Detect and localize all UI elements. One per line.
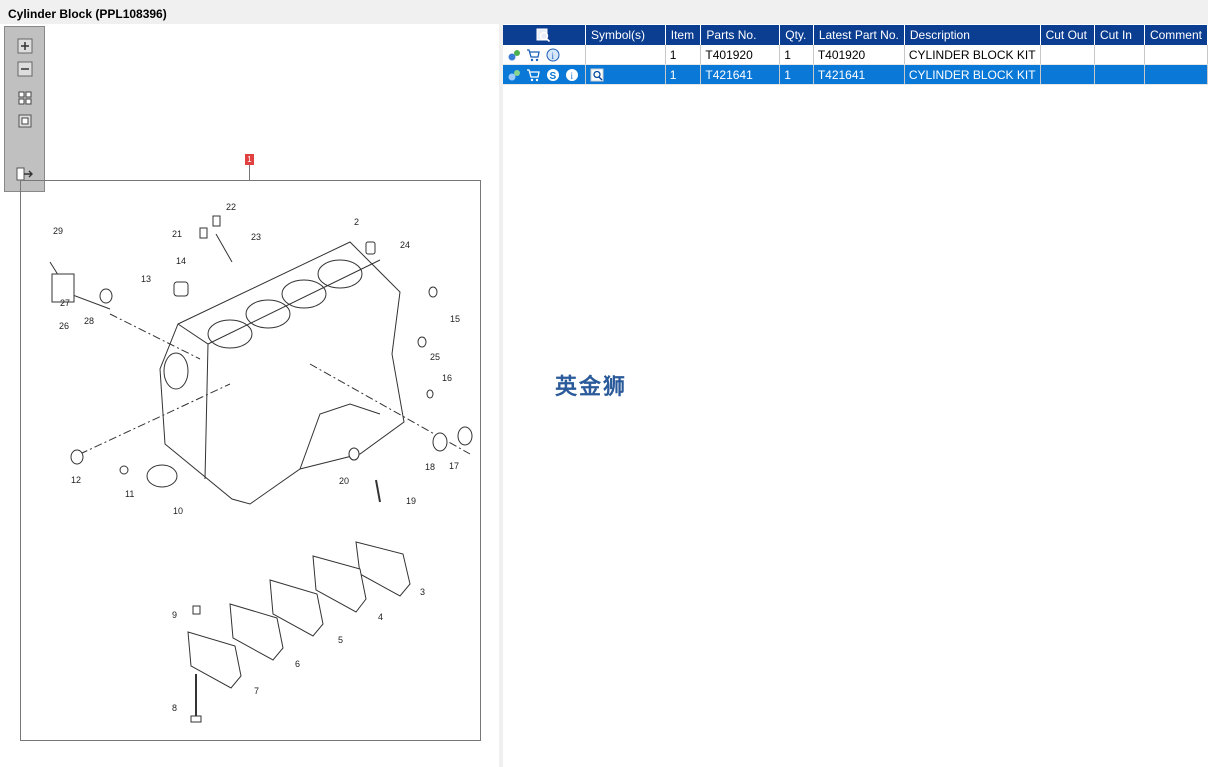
svg-text:i: i — [571, 71, 574, 81]
label-16[interactable]: 16 — [442, 373, 452, 383]
fit-window-icon[interactable] — [16, 112, 34, 130]
cell-parts-no: T401920 — [700, 45, 781, 65]
label-6[interactable]: 6 — [295, 659, 300, 669]
label-17[interactable]: 17 — [449, 461, 459, 471]
label-10[interactable]: 10 — [173, 506, 183, 516]
window-title: Cylinder Block (PPL108396) — [8, 7, 167, 21]
col-cut-in[interactable]: Cut In — [1094, 25, 1145, 45]
settings-gears-icon[interactable] — [507, 48, 521, 62]
parts-table: Symbol(s) Item Parts No. Qty. Latest Par… — [503, 25, 1208, 85]
zoom-in-icon[interactable] — [16, 37, 34, 55]
cell-cut-in — [1094, 64, 1145, 85]
label-21[interactable]: 21 — [172, 229, 182, 239]
cell-latest-part-no: T421641 — [813, 64, 905, 85]
col-parts-no[interactable]: Parts No. — [700, 25, 781, 45]
label-24[interactable]: 24 — [400, 240, 410, 250]
col-description[interactable]: Description — [904, 25, 1041, 45]
col-latest-part-no[interactable]: Latest Part No. — [813, 25, 905, 45]
parts-pane: Symbol(s) Item Parts No. Qty. Latest Par… — [503, 24, 1208, 767]
zoom-out-icon[interactable] — [16, 60, 34, 78]
cell-cut-in — [1094, 45, 1145, 65]
label-15[interactable]: 15 — [450, 314, 460, 324]
drawing-pane[interactable]: 1 — [0, 24, 499, 767]
cart-icon[interactable] — [526, 48, 541, 62]
cell-qty: 1 — [779, 45, 814, 65]
row-symbols — [585, 64, 666, 85]
label-20[interactable]: 20 — [339, 476, 349, 486]
supersession-icon[interactable]: S — [546, 68, 560, 82]
cylinder-block — [159, 241, 405, 505]
label-26[interactable]: 26 — [59, 321, 69, 331]
label-2[interactable]: 2 — [354, 217, 359, 227]
col-search[interactable] — [503, 25, 587, 45]
cell-comment — [1144, 45, 1208, 65]
cell-cut-out — [1040, 64, 1095, 85]
info-icon[interactable]: i — [565, 68, 579, 82]
label-29[interactable]: 29 — [53, 226, 63, 236]
label-19[interactable]: 19 — [406, 496, 416, 506]
row-symbols — [585, 45, 666, 65]
label-9[interactable]: 9 — [172, 610, 177, 620]
cell-item: 1 — [665, 45, 702, 65]
label-18[interactable]: 18 — [425, 462, 435, 472]
callout-leader — [249, 165, 250, 180]
row-actions: S i — [503, 64, 587, 85]
label-23[interactable]: 23 — [251, 232, 261, 242]
label-3[interactable]: 3 — [420, 587, 425, 597]
label-22[interactable]: 22 — [226, 202, 236, 212]
book-lookup-icon[interactable] — [590, 68, 604, 82]
col-symbols[interactable]: Symbol(s) — [585, 25, 666, 45]
title-bar: Cylinder Block (PPL108396) — [0, 0, 1208, 24]
label-4[interactable]: 4 — [378, 612, 383, 622]
cell-qty: 1 — [779, 64, 814, 85]
info-icon[interactable]: i — [546, 48, 560, 62]
label-25[interactable]: 25 — [430, 352, 440, 362]
cell-cut-out — [1040, 45, 1095, 65]
callout-main[interactable]: 1 — [245, 154, 254, 165]
watermark-logo: 英金狮 — [555, 374, 628, 399]
settings-gears-icon[interactable] — [507, 68, 521, 82]
table-row-selected[interactable]: S i 1 T421641 1 T421641 CYLINDER BLOCK K… — [503, 64, 1208, 85]
fit-all-icon[interactable] — [16, 89, 34, 107]
cell-comment — [1144, 64, 1208, 85]
label-27[interactable]: 27 — [60, 298, 70, 308]
label-13[interactable]: 13 — [141, 274, 151, 284]
drawing-frame — [20, 180, 481, 741]
label-5[interactable]: 5 — [338, 635, 343, 645]
pane-splitter[interactable] — [499, 24, 503, 767]
table-header-row: Symbol(s) Item Parts No. Qty. Latest Par… — [503, 25, 1208, 45]
col-qty[interactable]: Qty. — [779, 25, 814, 45]
col-comment[interactable]: Comment — [1144, 25, 1208, 45]
svg-text:S: S — [549, 71, 556, 82]
label-12[interactable]: 12 — [71, 475, 81, 485]
cell-parts-no: T421641 — [700, 64, 781, 85]
svg-text:i: i — [551, 51, 554, 61]
col-cut-out[interactable]: Cut Out — [1040, 25, 1095, 45]
cell-description: CYLINDER BLOCK KIT — [904, 45, 1041, 65]
table-row[interactable]: i 1 T401920 1 T401920 CYLINDER BLOCK KIT — [503, 45, 1208, 65]
exploded-diagram: 2 3 4 5 6 7 8 9 10 11 12 13 14 15 16 17 … — [49, 202, 473, 723]
zoom-toolbar — [4, 26, 45, 192]
cell-description: CYLINDER BLOCK KIT — [904, 64, 1041, 85]
row-actions: i — [503, 45, 587, 65]
magnifier-icon[interactable] — [536, 28, 551, 43]
col-item[interactable]: Item — [665, 25, 702, 45]
label-28[interactable]: 28 — [84, 316, 94, 326]
label-11[interactable]: 11 — [125, 489, 134, 499]
label-14[interactable]: 14 — [176, 256, 186, 266]
label-7[interactable]: 7 — [254, 686, 259, 696]
cart-icon[interactable] — [526, 68, 541, 82]
cell-item: 1 — [665, 64, 702, 85]
label-8[interactable]: 8 — [172, 703, 177, 713]
cell-latest-part-no: T401920 — [813, 45, 905, 65]
